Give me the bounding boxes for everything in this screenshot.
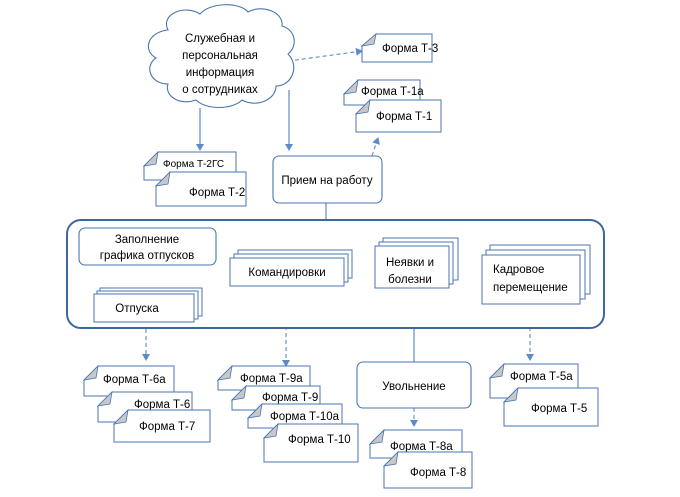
form-t2gs-label: Форма Т-2ГС	[163, 159, 224, 170]
hiring-process-box: Прием на работу	[272, 155, 383, 204]
form-t5a-label: Форма Т-5а	[510, 371, 573, 383]
hiring-label: Прием на работу	[281, 175, 372, 187]
vacations-document-stack: Отпуска	[93, 287, 203, 323]
form-t10-label: Форма Т-10	[288, 434, 351, 446]
vacation-schedule-line-2: графика отпусков	[100, 250, 194, 262]
dismissal-label: Увольнение	[382, 381, 445, 393]
vacation-schedule-box: Заполнение графика отпусков	[78, 227, 217, 266]
cloud-line-3: информация	[186, 67, 255, 79]
vacations-label: Отпуска	[115, 303, 159, 315]
form-t6a-label: Форма Т-6а	[103, 374, 166, 386]
vacation-schedule-line-1: Заполнение	[115, 234, 179, 246]
form-t6-label: Форма Т-6	[134, 399, 190, 411]
form-t3: Форма Т-3	[360, 32, 438, 63]
cloud-line-4: о сотрудниках	[182, 84, 258, 96]
info-cloud: Служебная и персональная информация о со…	[147, 4, 295, 109]
form-t10: Форма Т-10	[262, 422, 359, 463]
form-t6a: Форма Т-6а	[82, 364, 175, 397]
form-t8-label: Форма Т-8	[410, 467, 466, 479]
form-t7-label: Форма Т-7	[139, 421, 195, 433]
form-t5: Форма Т-5	[502, 386, 599, 427]
dismissal-process-box: Увольнение	[356, 361, 472, 409]
form-t8a-label: Форма Т-8а	[390, 441, 453, 453]
form-t10a-label: Форма Т-10а	[270, 411, 340, 423]
form-t1a-label: Форма Т-1а	[361, 86, 424, 98]
form-t2-label: Форма Т-2	[189, 187, 245, 199]
form-t9a-label: Форма Т-9а	[240, 373, 303, 385]
absences-line-1: Неявки и	[386, 257, 434, 269]
form-t9-label: Форма Т-9	[262, 392, 318, 404]
form-t2: Форма Т-2	[154, 170, 247, 207]
form-t8a: Форма Т-8а	[368, 428, 463, 459]
absences-document-stack: Неявки и болезни	[374, 237, 459, 289]
form-t10a: Форма Т-10а	[246, 402, 343, 429]
form-t7: Форма Т-7	[112, 408, 211, 443]
form-t5-label: Форма Т-5	[531, 403, 587, 415]
connector-hiring-to-t1	[371, 137, 380, 157]
business-trips-document-stack: Командировки	[229, 249, 353, 287]
form-t1-label: Форма Т-1	[376, 111, 432, 123]
connector-cloud-to-t3	[280, 47, 363, 63]
transfers-line-2: перемещение	[493, 282, 568, 294]
transfers-line-1: Кадровое	[493, 264, 544, 276]
business-trips-label: Командировки	[248, 267, 325, 279]
absences-line-2: болезни	[388, 274, 432, 286]
cloud-line-1: Служебная и	[185, 33, 255, 45]
form-t3-label: Форма Т-3	[382, 43, 438, 55]
form-t1: Форма Т-1	[354, 98, 442, 133]
form-t9a: Форма Т-9а	[216, 364, 311, 391]
form-t8: Форма Т-8	[382, 450, 473, 489]
transfers-document-stack: Кадровое перемещение	[481, 244, 591, 305]
cloud-line-2: персональная	[182, 50, 258, 62]
